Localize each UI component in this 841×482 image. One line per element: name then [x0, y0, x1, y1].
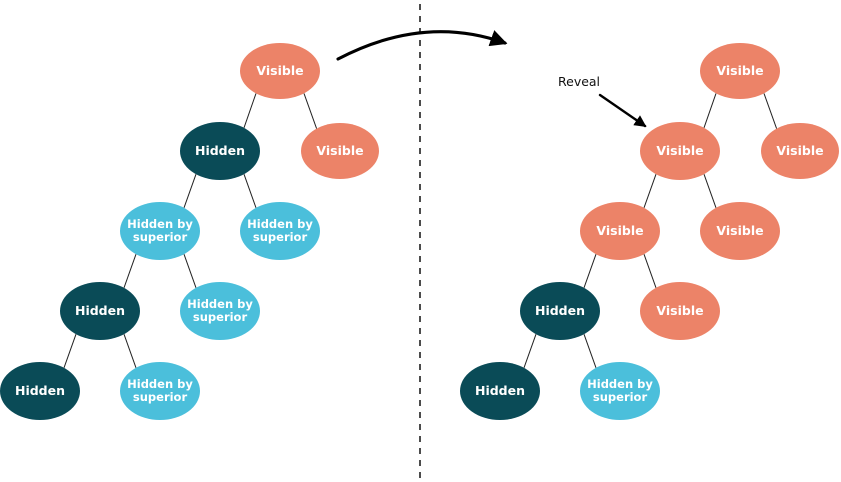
tree-node-label: Hidden [14, 383, 66, 398]
tree-node-hidden[interactable]: Hidden [460, 362, 540, 420]
tree-node-label: Visible [716, 223, 764, 238]
tree-node-label: Visible [716, 63, 764, 78]
tree-edge [123, 334, 137, 368]
tree-node-hidden-by-superior[interactable]: Hidden by superior [180, 282, 260, 340]
tree-node-label: Visible [656, 143, 704, 158]
tree-node-visible[interactable]: Visible [580, 202, 660, 260]
tree-edge [243, 174, 257, 208]
tree-edge [703, 93, 717, 128]
tree-node-label: Hidden by superior [127, 377, 193, 404]
reveal-label: Reveal [558, 74, 601, 89]
reveal-arrow [598, 93, 647, 128]
tree-edge [183, 174, 197, 208]
tree-edge [63, 334, 77, 368]
tree-edge [183, 254, 197, 288]
tree-edge [303, 93, 318, 129]
tree-edge [243, 93, 257, 128]
tree-node-visible[interactable]: Visible [240, 43, 320, 99]
tree-edges [63, 93, 778, 368]
tree-node-label: Visible [596, 223, 644, 238]
tree-edge [523, 334, 537, 368]
tree-node-hidden-by-superior[interactable]: Hidden by superior [120, 362, 200, 420]
tree-node-hidden[interactable]: Hidden [60, 282, 140, 340]
tree-node-label: Hidden by superior [587, 377, 653, 404]
tree-edge [643, 254, 657, 288]
tree-node-label: Hidden [194, 143, 246, 158]
tree-node-visible[interactable]: Visible [700, 202, 780, 260]
tree-edge [643, 174, 657, 208]
tree-node-label: Hidden by superior [187, 297, 253, 324]
tree-node-label: Hidden [474, 383, 526, 398]
tree-node-label: Visible [776, 143, 824, 158]
tree-edge [703, 174, 717, 208]
tree-edge [583, 334, 597, 368]
tree-node-label: Visible [316, 143, 364, 158]
tree-node-visible[interactable]: Visible [761, 123, 839, 179]
tree-node-label: Hidden [74, 303, 126, 318]
tree-node-label: Hidden [534, 303, 586, 318]
tree-edge [583, 254, 597, 288]
tree-node-hidden[interactable]: Hidden [180, 122, 260, 180]
transition-curved-arrow [336, 30, 508, 61]
tree-node-hidden-by-superior[interactable]: Hidden by superior [240, 202, 320, 260]
tree-edge [123, 254, 137, 288]
tree-node-label: Hidden by superior [127, 217, 193, 244]
tree-node-visible[interactable]: Visible [301, 123, 379, 179]
tree-node-hidden-by-superior[interactable]: Hidden by superior [120, 202, 200, 260]
tree-node-visible[interactable]: Visible [640, 122, 720, 180]
tree-node-label: Hidden by superior [247, 217, 313, 244]
tree-node-visible[interactable]: Visible [700, 43, 780, 99]
tree-node-label: Visible [256, 63, 304, 78]
tree-node-hidden[interactable]: Hidden [520, 282, 600, 340]
tree-node-hidden-by-superior[interactable]: Hidden by superior [580, 362, 660, 420]
tree-node-label: Visible [656, 303, 704, 318]
tree-edge [763, 93, 778, 129]
tree-node-visible[interactable]: Visible [640, 282, 720, 340]
tree-node-hidden[interactable]: Hidden [0, 362, 80, 420]
